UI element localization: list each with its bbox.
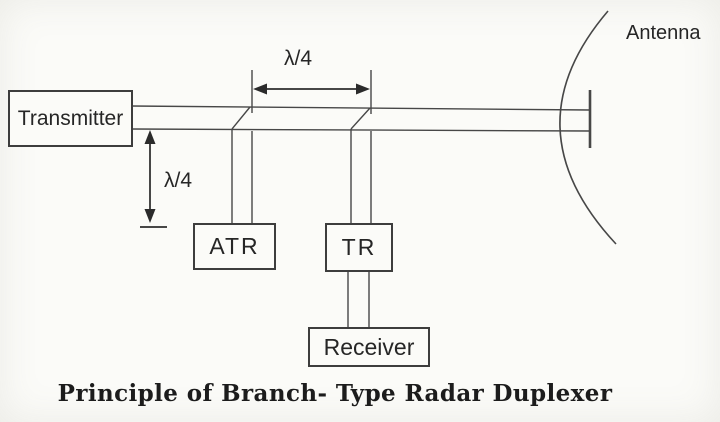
arrowhead-right-icon [356, 83, 370, 95]
atr-label: ATR [209, 233, 260, 259]
arrowhead-down-icon [144, 209, 156, 223]
receiver-label: Receiver [323, 333, 415, 360]
arrowhead-up-icon [144, 130, 156, 144]
main-line-top [130, 105, 591, 111]
antenna-label: Antenna [626, 22, 701, 44]
tr-junction-diagonal [350, 107, 371, 130]
tr-box: TR [325, 223, 393, 272]
atr-junction-diagonal [231, 106, 251, 130]
main-line-bottom [130, 128, 591, 132]
quarter-wave-horizontal-label: λ/4 [283, 47, 312, 70]
figure-caption: Principle of Branch- Type Radar Duplexer [57, 380, 613, 407]
transmitter-label: Transmitter [17, 106, 124, 130]
tr-label: TR [341, 234, 377, 260]
quarter-wave-vertical-label: λ/4 [163, 169, 192, 192]
receiver-box: Receiver [308, 327, 430, 367]
transmitter-box: Transmitter [8, 90, 133, 147]
antenna-reflector-arc [559, 10, 617, 245]
atr-box: ATR [193, 223, 276, 270]
arrowhead-left-icon [253, 83, 267, 95]
